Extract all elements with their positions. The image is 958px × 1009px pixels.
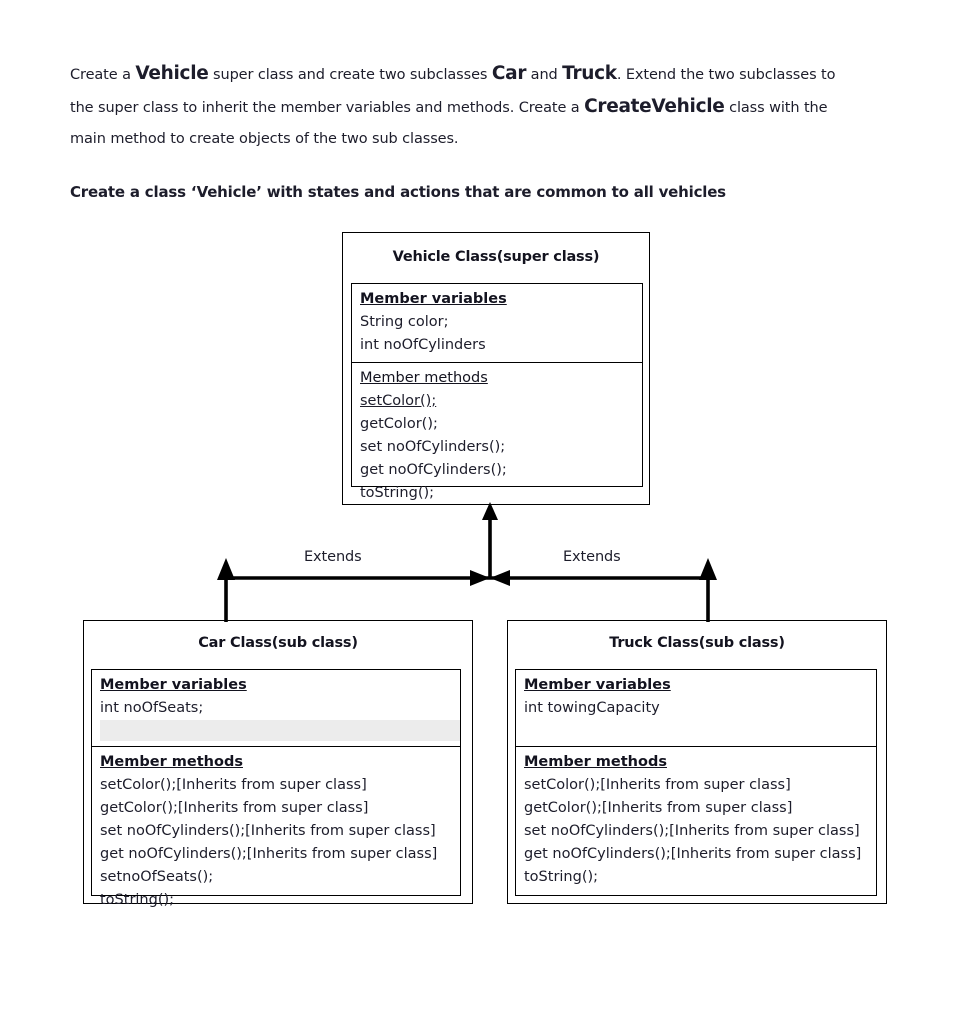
class-box-truck: Truck Class(sub class) Member variables i… [507, 620, 887, 904]
intro-paragraph-2: Create a class ‘Vehicle’ with states and… [70, 183, 726, 201]
member-row: String color; [360, 314, 449, 330]
class-title-vehicle: Vehicle Class(super class) [392, 249, 600, 265]
compartment-heading: Member variables [360, 291, 507, 307]
intro-text-run: super class and create two subclasses [208, 67, 492, 83]
member-row: set noOfCylinders(); [360, 439, 506, 455]
compartment-truck-methods: Member methods setColor();[Inherits from … [516, 746, 876, 894]
member-row-blank [100, 720, 460, 741]
intro-keyword: Car [491, 63, 527, 84]
member-row: getColor(); [360, 416, 438, 432]
arrowhead-up-car-side [217, 558, 235, 580]
member-row: set noOfCylinders();[Inherits from super… [524, 823, 860, 839]
member-row: setColor(); [360, 393, 437, 409]
inheritance-connector [217, 502, 717, 622]
compartment-car-variables: Member variables int noOfSeats; [92, 670, 460, 746]
arrowhead-junction-left [470, 570, 490, 586]
member-row: get noOfCylinders();[Inherits from super… [524, 846, 862, 862]
edge-label-extends-car: Extends [304, 549, 362, 565]
arrowhead-up-truck-side [699, 558, 717, 580]
compartment-vehicle-methods: Member methods setColor(); getColor(); set … [352, 362, 642, 510]
member-row: int towingCapacity [524, 700, 660, 716]
member-row: setnoOfSeats(); [100, 869, 214, 885]
member-row: getColor();[Inherits from super class] [524, 800, 793, 816]
class-title-car: Car Class(sub class) [198, 635, 358, 651]
compartment-heading: Member methods [360, 370, 488, 386]
intro-paragraph-1: Create a Vehicle super class and create … [70, 58, 860, 155]
member-row: setColor();[Inherits from super class] [100, 777, 367, 793]
compartment-heading: Member variables [524, 677, 671, 693]
member-row: get noOfCylinders();[Inherits from super… [100, 846, 438, 862]
compartment-heading: Member methods [524, 754, 667, 770]
class-box-vehicle: Vehicle Class(super class) Member variab… [342, 232, 650, 505]
intro-keyword: Truck [562, 63, 617, 84]
compartment-heading: Member methods [100, 754, 243, 770]
member-row: setColor();[Inherits from super class] [524, 777, 791, 793]
member-row-blank [524, 720, 876, 741]
compartment-truck-variables: Member variables int towingCapacity [516, 670, 876, 746]
intro-text-run: and [526, 67, 563, 83]
compartment-heading: Member variables [100, 677, 247, 693]
member-row: int noOfCylinders [360, 337, 486, 353]
member-row: int noOfSeats; [100, 700, 204, 716]
intro-text-run: class with the main method to create obj… [70, 100, 828, 147]
member-row: set noOfCylinders();[Inherits from super… [100, 823, 436, 839]
intro-text-block: Create a Vehicle super class and create … [70, 58, 860, 208]
intro-text-run: . Extend the two subclasses to the super… [70, 67, 836, 116]
member-row: toString(); [360, 485, 435, 501]
member-row: get noOfCylinders(); [360, 462, 507, 478]
class-box-car: Car Class(sub class) Member variables int… [83, 620, 473, 908]
member-row: toString(); [100, 892, 175, 908]
intro-keyword: CreateVehicle [584, 96, 725, 117]
arrowhead-junction-right [490, 570, 510, 586]
intro-text-run: Create a [70, 67, 136, 83]
edge-label-extends-truck: Extends [563, 549, 621, 565]
intro-keyword: Vehicle [135, 63, 209, 84]
member-row: toString(); [524, 869, 599, 885]
class-title-truck: Truck Class(sub class) [609, 635, 785, 651]
compartment-car-methods: Member methods setColor();[Inherits from … [92, 746, 460, 917]
member-row: getColor();[Inherits from super class] [100, 800, 369, 816]
class-compartments-car: Member variables int noOfSeats; Member met… [91, 669, 461, 908]
arrowhead-up-to-vehicle [482, 502, 498, 520]
